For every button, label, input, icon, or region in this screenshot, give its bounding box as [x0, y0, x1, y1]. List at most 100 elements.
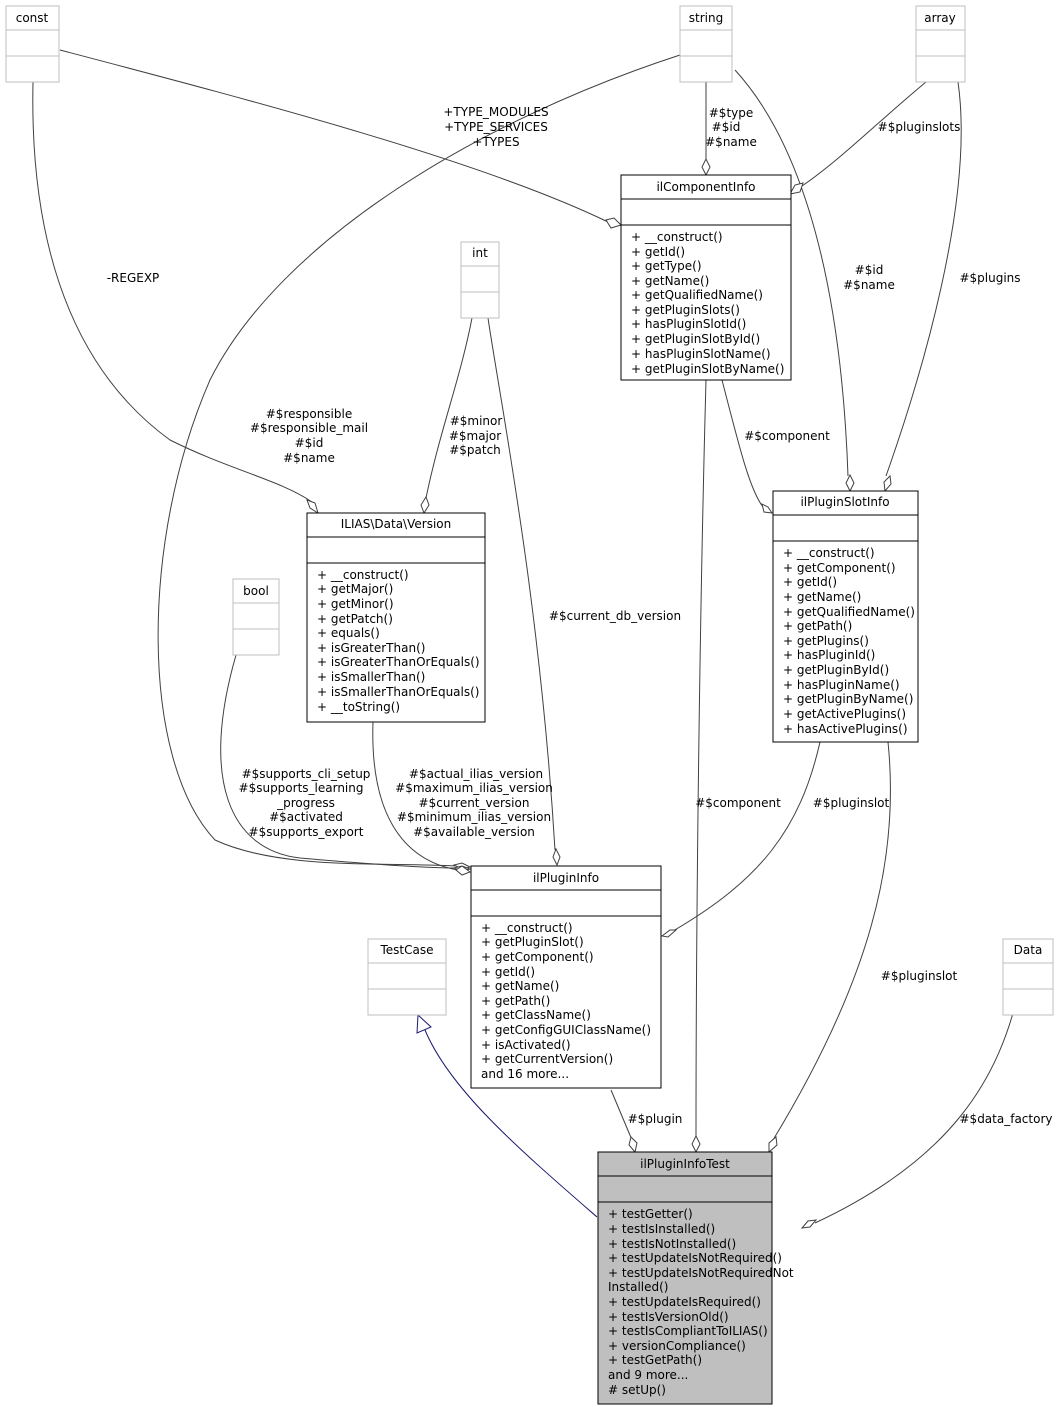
class-box-ilplugininfotest: ilPluginInfoTest + testGetter() + testIs…: [597, 1151, 794, 1405]
member: + getName(): [783, 590, 861, 604]
member: + isActivated(): [481, 1038, 571, 1052]
edge-label-line: #$responsible: [266, 407, 352, 421]
class-box-bool: bool: [232, 578, 280, 656]
class-box-ilplugininfo: ilPluginInfo + __construct() + getPlugin…: [470, 865, 662, 1089]
diamond-plugininfo-from-slot: [660, 929, 678, 938]
member: + getActivePlugins(): [783, 707, 906, 721]
edge-array-componentinfo: [801, 81, 927, 187]
diamond-plugininfo-from-int: [552, 847, 561, 867]
edge-label-line: #$name: [843, 278, 895, 292]
member: + getComponent(): [481, 950, 594, 964]
member: + getPluginById(): [783, 663, 889, 677]
class-name: const: [16, 11, 49, 25]
label-const-componentinfo: +TYPE_MODULES +TYPE_SERVICES +TYPES: [443, 105, 548, 149]
diamond-slot-from-string: [845, 473, 855, 493]
member: + testIsNotInstalled(): [608, 1237, 736, 1251]
diamond-test-from-slot: [768, 1136, 778, 1154]
edge-label-line: #$minimum_ilias_version: [397, 810, 551, 824]
diamond-test-from-data: [800, 1219, 818, 1229]
class-box-ilpluginslotinfo: ilPluginSlotInfo + __construct() + getCo…: [772, 490, 919, 743]
edge-array-pluginslotinfo: [885, 81, 962, 477]
member: + getId(): [783, 575, 837, 589]
diamond-componentinfo-from-const: [605, 217, 622, 229]
member: + getPluginSlot(): [481, 935, 584, 949]
edge-label-line: #$major: [449, 429, 501, 443]
member-list: + __construct() + getId() + getType() + …: [631, 230, 784, 376]
member: + hasPluginId(): [783, 648, 875, 662]
label-string-pluginslotinfo: #$id #$name: [843, 263, 895, 292]
edge-data-plugininfotest: [814, 984, 1021, 1224]
class-box-frame: [460, 241, 500, 319]
member: + getType(): [631, 259, 702, 273]
label-string-componentinfo: #$type #$id #$name: [705, 106, 757, 149]
class-box-frame: [306, 512, 486, 723]
member: + getPluginSlotByName(): [631, 362, 784, 376]
edge-label-line: #$maximum_ilias_version: [395, 781, 553, 795]
class-name: Data: [1014, 943, 1043, 957]
inheritance-arrowhead: [416, 1013, 432, 1034]
class-box-frame: [232, 578, 280, 656]
member: # setUp(): [608, 1383, 666, 1397]
member: + getConfigGUIClassName(): [481, 1023, 651, 1037]
member: + testGetter(): [608, 1207, 693, 1221]
member: and 9 more...: [608, 1368, 688, 1382]
edge-string-plugininfo: [157, 54, 681, 867]
edge-componentinfo-pluginslotinfo: [721, 379, 764, 508]
class-box-data: Data: [1002, 938, 1054, 1016]
member: + getPluginSlotById(): [631, 332, 760, 346]
edge-label-line: #$current_version: [419, 796, 530, 810]
member: + testUpdateIsNotRequiredNot: [608, 1266, 794, 1280]
member-list: + testGetter() + testIsInstalled() + tes…: [608, 1207, 794, 1397]
member: + getCurrentVersion(): [481, 1052, 613, 1066]
label-int-plugininfo: #$current_db_version: [549, 609, 681, 623]
edge-inheritance-testcase: [424, 1029, 598, 1218]
class-name: ILIAS\Data\Version: [341, 517, 451, 531]
class-name: ilComponentInfo: [656, 180, 755, 194]
diamond-test-from-componentinfo: [691, 1134, 701, 1154]
member: + hasPluginSlotName(): [631, 347, 771, 361]
member: + getMajor(): [317, 582, 393, 596]
class-name: ilPluginSlotInfo: [800, 495, 889, 509]
class-box-frame: [597, 1151, 773, 1405]
member: + getPluginSlots(): [631, 303, 740, 317]
label-componentinfo-pluginslotinfo: #$component: [744, 429, 830, 443]
label-array-pluginslotinfo: #$plugins: [959, 271, 1020, 285]
class-box-frame: [679, 5, 733, 83]
label-array-componentinfo: #$pluginslots: [878, 120, 961, 134]
member: + hasActivePlugins(): [783, 722, 908, 736]
member: + getName(): [631, 274, 709, 288]
edge-label-line: #$actual_ilias_version: [409, 767, 543, 781]
label-bool-plugininfo: #$supports_cli_setup #$supports_learning…: [239, 767, 371, 839]
diamond-componentinfo-from-string: [701, 157, 711, 177]
label-componentinfo-plugininfotest: #$component: [695, 796, 781, 810]
class-box-frame: [1002, 938, 1054, 1016]
edge-label-line: #$activated: [269, 810, 343, 824]
member: + getComponent(): [783, 561, 896, 575]
class-box-ilias-data-version: ILIAS\Data\Version + __construct() + get…: [306, 512, 486, 723]
class-name: ilPluginInfo: [533, 871, 599, 885]
member: + getPluginByName(): [783, 692, 913, 706]
label-version-plugininfo: #$actual_ilias_version #$maximum_ilias_v…: [395, 767, 553, 839]
edge-version-plugininfo: [372, 721, 459, 871]
class-name: bool: [243, 584, 269, 598]
diamond-slot-from-array: [883, 474, 892, 493]
member: + __construct(): [631, 230, 723, 244]
class-box-int: int: [460, 241, 500, 319]
class-box-frame: [772, 490, 919, 743]
class-name: TestCase: [380, 943, 434, 957]
edge-label-line: #$id: [712, 120, 741, 134]
member: + getQualifiedName(): [783, 605, 915, 619]
member: + getClassName(): [481, 1008, 591, 1022]
edge-int-version: [425, 317, 473, 499]
edge-label-line: #$name: [705, 135, 757, 149]
edge-const-componentinfo: [59, 49, 609, 223]
member: + getPatch(): [317, 612, 393, 626]
diamond-componentinfo-from-array: [789, 182, 804, 195]
edge-label-line: #$supports_cli_setup: [242, 767, 371, 781]
class-box-const: const: [5, 5, 60, 83]
edge-pluginslotinfo-plugininfotest: [772, 741, 891, 1141]
class-box-frame: [915, 5, 966, 83]
label-pluginslotinfo-plugininfotest: #$pluginslot: [881, 969, 958, 983]
member: + testUpdateIsRequired(): [608, 1295, 761, 1309]
member: + __construct(): [317, 568, 409, 582]
